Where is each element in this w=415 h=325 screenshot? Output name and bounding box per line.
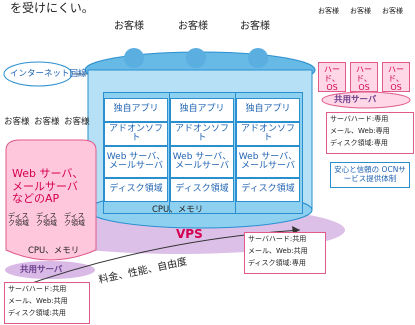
left-cpu-memory-label: CPU、メモリ xyxy=(28,246,80,256)
customer-head-icon xyxy=(124,48,144,68)
customer-label: お客様 xyxy=(114,21,144,32)
left-shared-label: 共用サーバ xyxy=(20,265,63,275)
right-resources-note: サーバハード:専用 メール、Web:専用 ディスク領域:専用 xyxy=(326,112,414,154)
dedicated-hw-os: ハード、OS xyxy=(318,62,346,92)
internet-globe-icon xyxy=(3,61,73,87)
left-resources-note: サーバハード:共用 メール、Web:共用 ディスク領域:共用 xyxy=(4,282,90,324)
customer-label: お客様 xyxy=(240,21,270,32)
vps-block: Web サーバ、メールサーバ xyxy=(170,146,234,178)
customer-label: お客様 xyxy=(382,7,403,15)
customer-head-icon xyxy=(248,48,268,68)
left-disk-label: ディスク領域 xyxy=(64,212,85,227)
vps-block: 独自アプリ xyxy=(170,98,234,122)
vps-block: Web サーバ、メールサーバ xyxy=(236,146,300,178)
ocn-note: 安心と信頼の OCNサービス提供体制 xyxy=(330,162,410,188)
vps-block: Web サーバ、メールサーバ xyxy=(104,146,168,178)
dedicated-hw-os: ハード、OS xyxy=(382,62,410,92)
vps-block: アドオンソフト xyxy=(170,122,234,146)
left-shared-bowl xyxy=(5,139,97,261)
left-disk-label: ディスク領域 xyxy=(36,212,57,227)
customer-head-icon xyxy=(186,48,206,68)
customer-label: お客様 xyxy=(64,117,90,127)
vps-block: ディスク領域 xyxy=(236,178,300,202)
left-shared-base xyxy=(5,261,95,279)
vps-block: 独自アプリ xyxy=(236,98,300,122)
left-disk-label: ディスク領域 xyxy=(8,212,29,227)
right-shared-label: 共用サーバ xyxy=(334,95,377,105)
internet-label: インターネット回線 xyxy=(10,69,87,79)
customer-label: お客様 xyxy=(34,117,60,127)
vps-cpu-memory-label: CPU、メモリ xyxy=(152,205,204,215)
customer-label: お客様 xyxy=(318,7,339,15)
customer-label: お客様 xyxy=(4,117,30,127)
header-partial-text: を受けにくい。 xyxy=(10,1,94,15)
customer-label: お客様 xyxy=(350,7,371,15)
vps-block: 独自アプリ xyxy=(104,98,168,122)
left-shared-ap-text: Web サーバ、メールサーバなどのAP xyxy=(12,167,84,206)
vps-block: アドオンソフト xyxy=(236,122,300,146)
vps-label: VPS xyxy=(176,227,203,241)
vps-block: ディスク領域 xyxy=(104,178,168,202)
vps-block: ディスク領域 xyxy=(170,178,234,202)
dedicated-hw-os: ハード、OS xyxy=(350,62,378,92)
vps-block: アドオンソフト xyxy=(104,122,168,146)
right-shared-base xyxy=(321,91,411,109)
customer-label: お客様 xyxy=(178,21,208,32)
vps-resources-note: サーバハード:共用 メール、Web:共用 ディスク領域:専用 xyxy=(244,232,326,274)
